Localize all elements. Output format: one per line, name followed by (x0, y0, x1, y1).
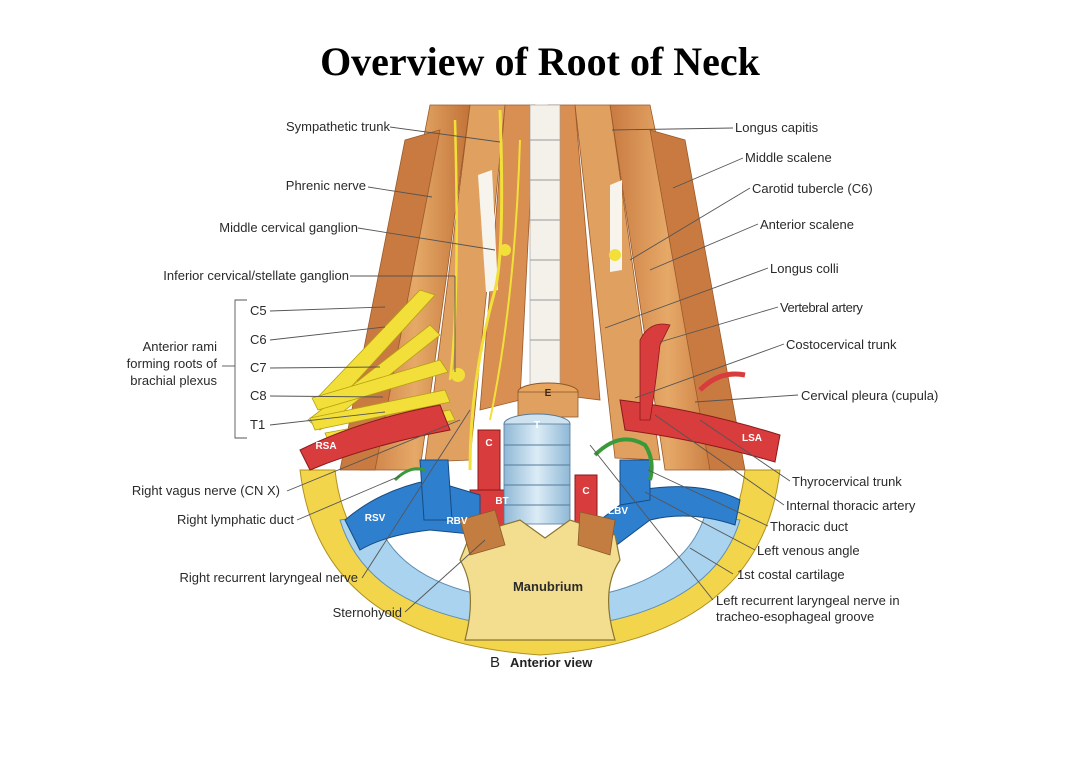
label-longus-capitis: Longus capitis (735, 120, 819, 135)
tag-bt: BT (495, 496, 508, 507)
label-c8: C8 (250, 388, 267, 403)
label-left-recurrent-line2: tracheo-esophageal groove (716, 609, 874, 624)
label-rami-line2: forming roots of (127, 356, 218, 371)
tag-lsa: LSA (742, 433, 762, 444)
label-thoracic-duct: Thoracic duct (770, 519, 848, 534)
label-t1: T1 (250, 417, 265, 432)
vertebral-column (529, 104, 561, 406)
label-inferior-cervical-ganglion: Inferior cervical/stellate ganglion (163, 268, 349, 283)
label-first-costal-cartilage: 1st costal cartilage (737, 567, 845, 582)
tag-lbv: LBV (608, 506, 628, 517)
veins (344, 459, 741, 551)
tag-trachea: T (534, 420, 540, 431)
label-rami-line1: Anterior rami (143, 339, 218, 354)
label-anterior-scalene: Anterior scalene (760, 217, 854, 232)
leader-lines-left (222, 126, 501, 613)
label-longus-colli: Longus colli (770, 261, 839, 276)
right-subclavian-artery (299, 404, 451, 471)
label-costocervical-trunk: Costocervical trunk (786, 337, 897, 352)
label-middle-cervical-ganglion: Middle cervical ganglion (219, 220, 358, 235)
label-vertebral-artery: Vertebral artery (780, 300, 863, 315)
page-title: Overview of Root of Neck (320, 39, 760, 84)
label-rami-line3: brachial plexus (130, 373, 217, 388)
label-sternohyoid: Sternohyoid (333, 605, 402, 620)
trachea (503, 382, 579, 525)
tag-rsv: RSV (365, 513, 386, 524)
muscles-right (547, 104, 746, 471)
label-left-recurrent-line1: Left recurrent laryngeal nerve in (716, 593, 900, 608)
label-middle-scalene: Middle scalene (745, 150, 832, 165)
tendons (478, 170, 622, 292)
label-right-recurrent: Right recurrent laryngeal nerve (180, 570, 358, 585)
label-right-lymphatic-duct: Right lymphatic duct (177, 512, 294, 527)
label-sympathetic-trunk: Sympathetic trunk (286, 119, 391, 134)
label-cervical-pleura: Cervical pleura (cupula) (801, 388, 938, 403)
tag-lsv: LSV (674, 477, 694, 488)
tag-carotid-left: C (582, 486, 589, 497)
label-right-vagus: Right vagus nerve (CN X) (132, 483, 280, 498)
tag-carotid-right: C (485, 438, 492, 449)
costal-cartilage-arc (339, 514, 741, 631)
label-left-venous-angle: Left venous angle (757, 543, 860, 558)
left-subclavian-artery (619, 323, 781, 463)
nerve-lines (448, 109, 621, 471)
caption-text: Anterior view (510, 655, 593, 670)
label-thyrocervical-trunk: Thyrocervical trunk (792, 474, 902, 489)
label-c6: C6 (250, 332, 267, 347)
leader-lines-right (589, 127, 799, 601)
label-internal-thoracic-artery: Internal thoracic artery (786, 498, 916, 513)
label-carotid-tubercle: Carotid tubercle (C6) (752, 181, 873, 196)
tag-esophagus: E (545, 388, 552, 399)
tag-rsa: RSA (315, 441, 336, 452)
caption-letter: B (490, 654, 500, 671)
thoracic-duct (393, 437, 654, 482)
label-phrenic-nerve: Phrenic nerve (286, 178, 366, 193)
manubrium (459, 509, 621, 641)
tag-rbv: RBV (446, 516, 467, 527)
label-c7: C7 (250, 360, 267, 375)
tag-manubrium: Manubrium (513, 579, 583, 594)
label-c5: C5 (250, 303, 267, 318)
